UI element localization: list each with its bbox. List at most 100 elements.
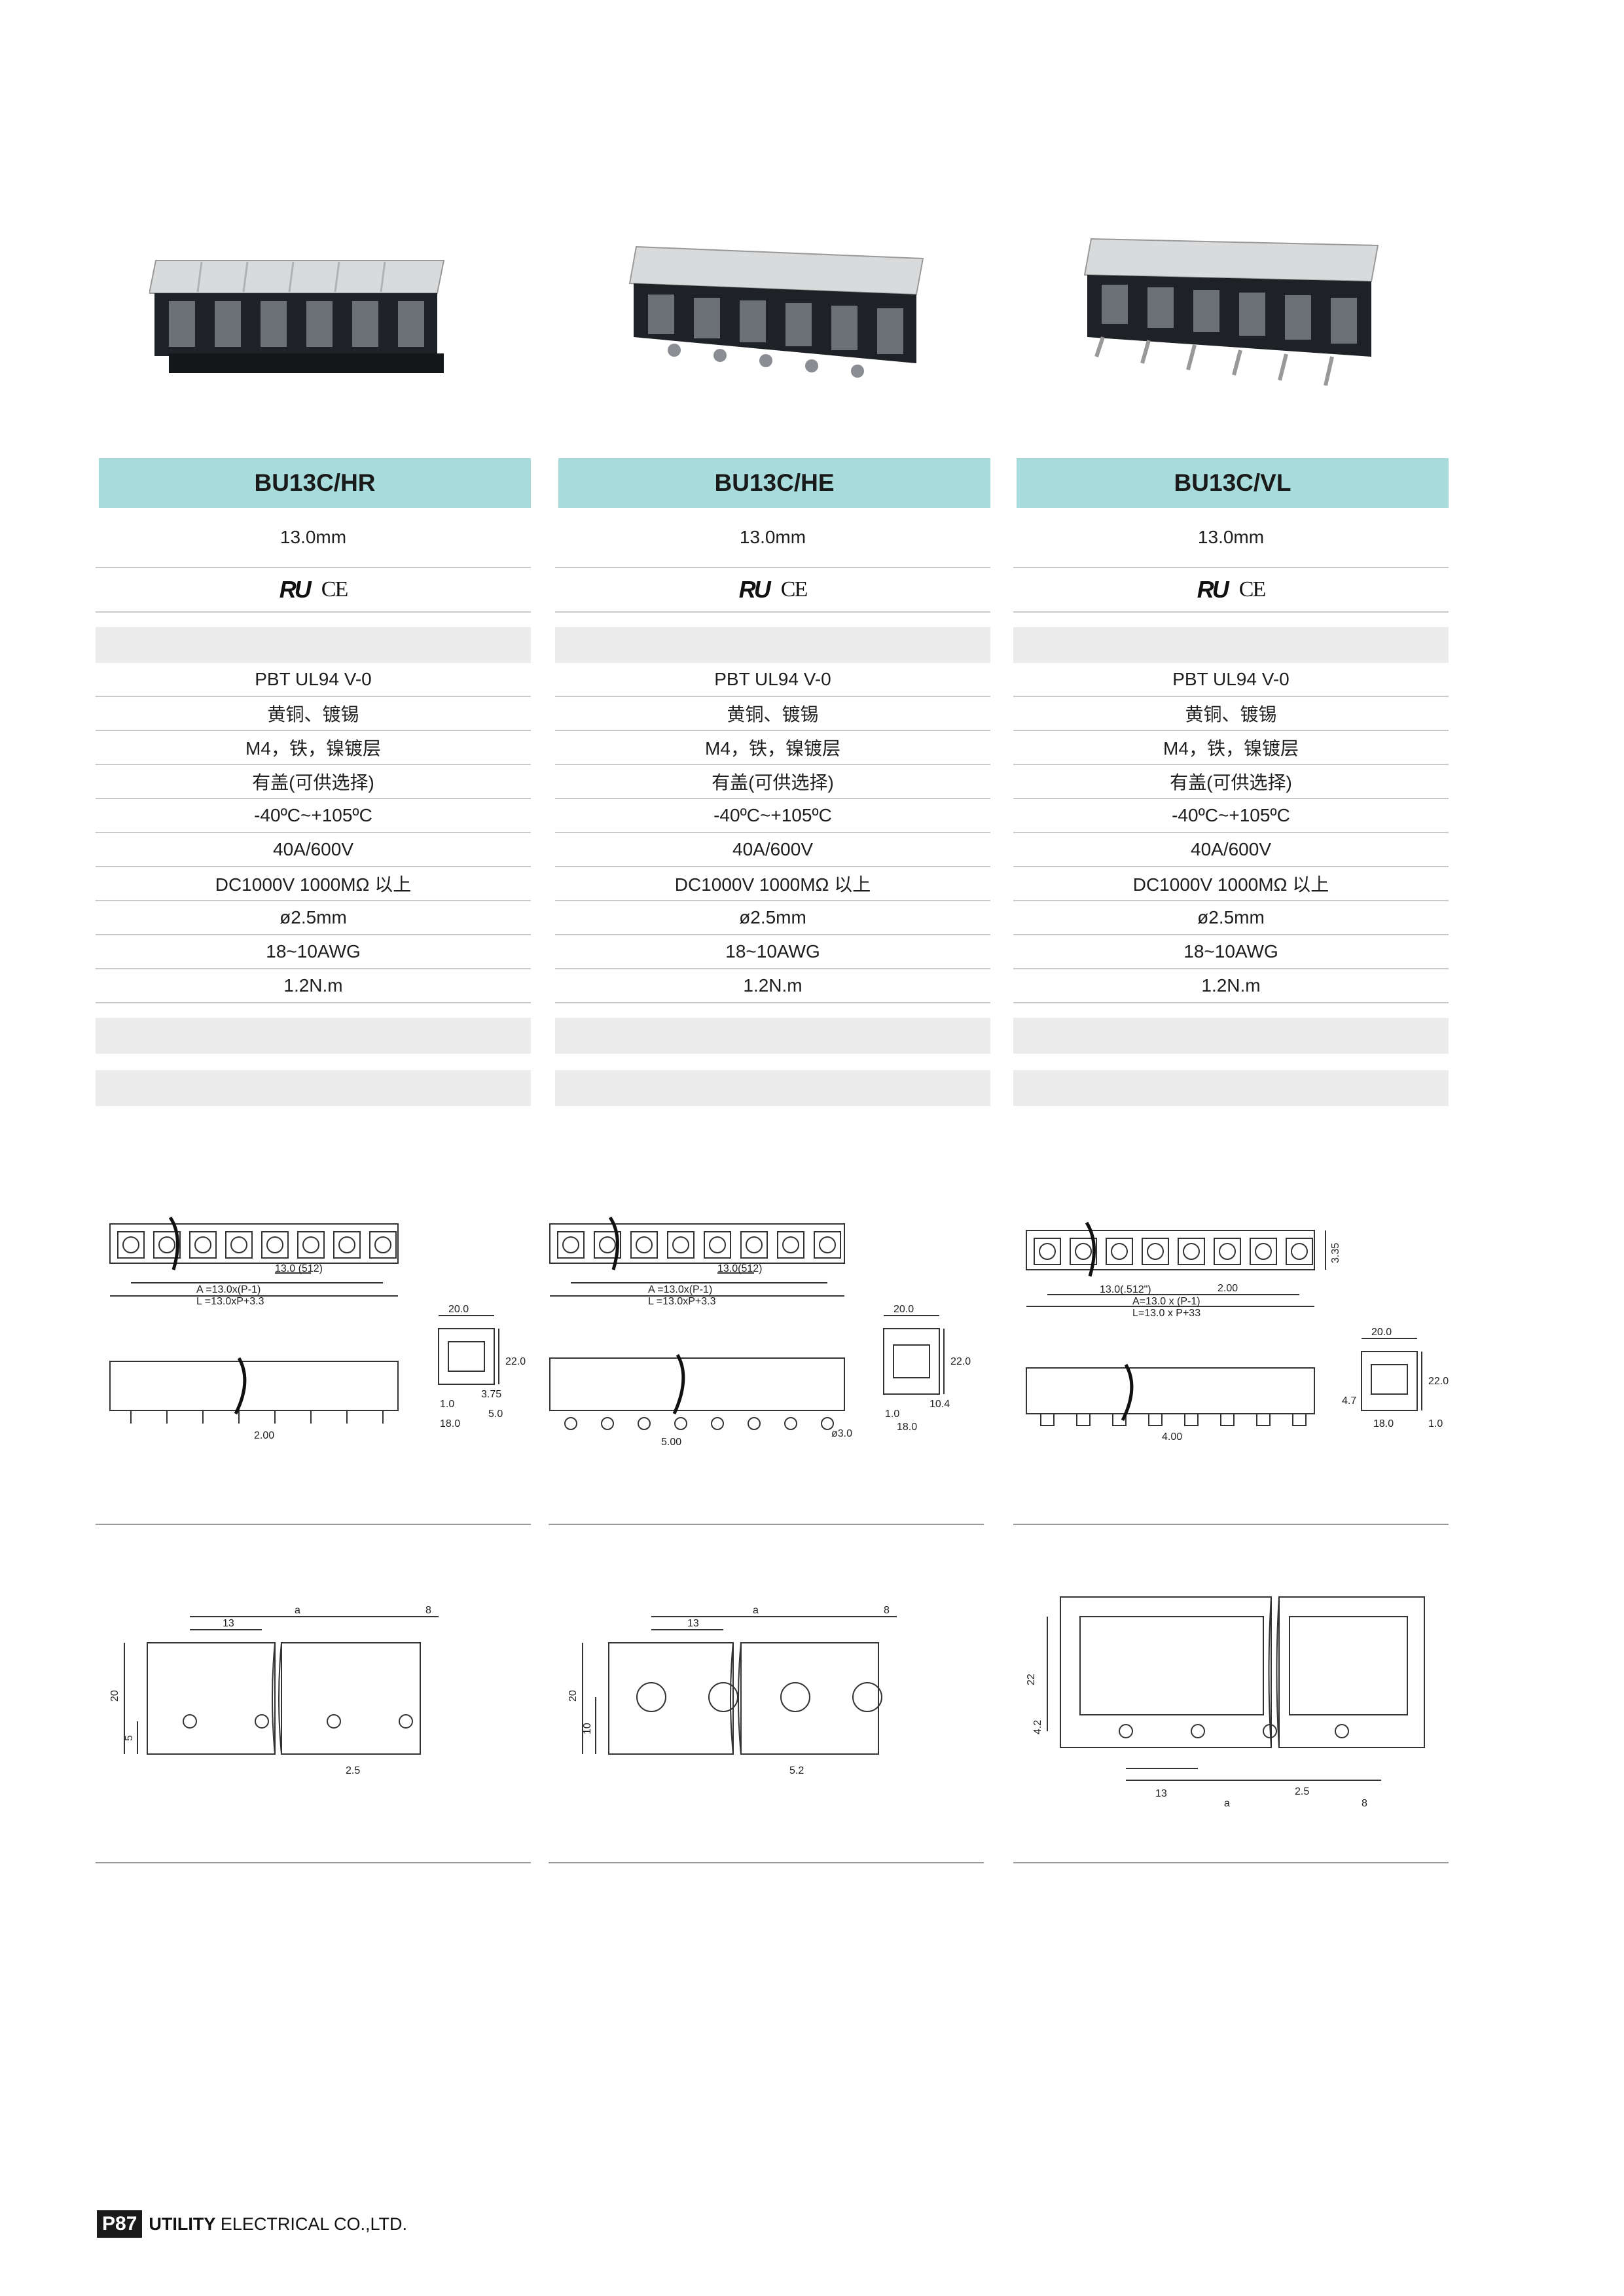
spec-pin-diameter: ø2.5mm — [555, 901, 990, 935]
spec-cover: 有盖(可供选择) — [1013, 765, 1449, 799]
ul-logo-icon: RU — [738, 576, 771, 603]
spec-rating: 40A/600V — [555, 833, 990, 867]
pcb-height: 20 — [568, 1690, 579, 1702]
pcb-pitch: 13 — [1155, 1788, 1167, 1799]
divider — [549, 1524, 984, 1525]
pcb-hole: 5.2 — [789, 1765, 804, 1776]
spec-torque: 1.2N.m — [96, 969, 531, 1003]
dim-side-base: 18.0 — [1373, 1418, 1394, 1429]
model-title: BU13C/HE — [558, 458, 990, 508]
spec-contact: 黄铜、镀锡 — [555, 697, 990, 731]
spec-pin-diameter: ø2.5mm — [96, 901, 531, 935]
spec-wire-range: 18~10AWG — [96, 935, 531, 969]
spec-pin-diameter: ø2.5mm — [1013, 901, 1449, 935]
ce-logo-icon: CE — [780, 577, 808, 601]
spec-screw: M4，铁，镍镀层 — [555, 731, 990, 765]
pcb-height: 20 — [109, 1690, 120, 1702]
pcb-offset: 5 — [124, 1735, 135, 1741]
dimension-drawing-vl: 3.35 13.0(.512") 2.00 A=13.0 x (P-1) L=1… — [1026, 1221, 1449, 1443]
spec-contact: 黄铜、镀锡 — [96, 697, 531, 731]
pcb-offset: 4.2 — [1032, 1720, 1043, 1734]
pcb-hole: 2.5 — [1295, 1786, 1309, 1797]
dim-side-h2: 4.7 — [1342, 1395, 1356, 1407]
pcb-pitch: 13 — [687, 1618, 699, 1629]
dim-side-5: 5.0 — [488, 1408, 503, 1420]
spec-cover: 有盖(可供选择) — [96, 765, 531, 799]
dim-side-width: 20.0 — [1371, 1327, 1392, 1338]
pcb-end: 8 — [1362, 1798, 1367, 1809]
pcb-layout-hr: a 8 13 20 5 2.5 — [109, 1605, 439, 1776]
dim-l-formula: L=13.0 x P+33 — [1132, 1308, 1200, 1319]
dim-side-h2: 10.4 — [929, 1399, 950, 1410]
dim-l-formula: L =13.0xP+3.3 — [196, 1296, 264, 1307]
spec-rating: 40A/600V — [1013, 833, 1449, 867]
dim-side-height: 22.0 — [950, 1356, 971, 1367]
cert-row: RU CE — [555, 568, 990, 613]
dim-a-formula: A =13.0x(P-1) — [196, 1284, 261, 1295]
dimension-drawing-he: 13.0(512) A =13.0x(P-1) L =13.0xP+3.3 20… — [549, 1216, 971, 1448]
spec-screw: M4，铁，镍镀层 — [96, 731, 531, 765]
product-photo-he — [628, 245, 924, 378]
model-title: BU13C/HR — [99, 458, 531, 508]
pitch-value: 13.0mm — [555, 508, 990, 568]
model-title: BU13C/VL — [1017, 458, 1449, 508]
dim-a-formula: A=13.0 x (P-1) — [1132, 1296, 1200, 1307]
dim-pin-pitch: 2.00 — [254, 1430, 274, 1441]
dimension-drawing-hr: 13.0 (512) A =13.0x(P-1) L =13.0xP+3.3 2… — [109, 1216, 526, 1441]
spec-material: PBT UL94 V-0 — [555, 663, 990, 697]
blank-band — [96, 1018, 531, 1054]
dim-side-1: 1.0 — [1428, 1418, 1443, 1429]
dim-pin-dia: ø3.0 — [831, 1428, 852, 1439]
spec-material: PBT UL94 V-0 — [1013, 663, 1449, 697]
blank-band — [555, 1070, 990, 1106]
spec-insulation: DC1000V 1000MΩ 以上 — [555, 867, 990, 901]
blank-band — [1013, 1070, 1449, 1106]
dim-pin-pitch: 4.00 — [1162, 1431, 1182, 1443]
dim-side-height: 22.0 — [505, 1356, 526, 1367]
spec-temperature: -40ºC~+105ºC — [555, 799, 990, 833]
spec-material: PBT UL94 V-0 — [96, 663, 531, 697]
spec-screw: M4，铁，镍镀层 — [1013, 731, 1449, 765]
pcb-pitch: 13 — [223, 1618, 234, 1629]
dim-side-height: 22.0 — [1428, 1376, 1449, 1387]
dim-side-1: 1.0 — [885, 1408, 899, 1420]
pcb-end: 8 — [884, 1605, 890, 1616]
divider — [1013, 1862, 1449, 1863]
dim-top-pitch: 13.0(512) — [717, 1263, 763, 1274]
blank-band — [555, 1018, 990, 1054]
pcb-a: a — [295, 1605, 300, 1616]
pcb-a: a — [753, 1605, 759, 1616]
ul-logo-icon: RU — [279, 576, 312, 603]
spec-wire-range: 18~10AWG — [555, 935, 990, 969]
divider — [96, 1862, 531, 1863]
divider — [96, 1524, 531, 1525]
dim-l-formula: L =13.0xP+3.3 — [648, 1296, 716, 1307]
spec-torque: 1.2N.m — [1013, 969, 1449, 1003]
spec-temperature: -40ºC~+105ºC — [96, 799, 531, 833]
blank-band — [1013, 1018, 1449, 1054]
ce-logo-icon: CE — [1238, 577, 1266, 601]
dim-side-base: 18.0 — [897, 1422, 917, 1433]
dim-a-formula: A =13.0x(P-1) — [648, 1284, 712, 1295]
cert-row: RU CE — [96, 568, 531, 613]
dim-side-width: 20.0 — [448, 1304, 469, 1315]
divider — [1013, 1524, 1449, 1525]
spec-torque: 1.2N.m — [555, 969, 990, 1003]
dim-side-h2: 3.75 — [481, 1389, 501, 1400]
blank-band — [1013, 627, 1449, 663]
dim-top-pitch: 13.0(.512") — [1100, 1284, 1151, 1295]
spec-cover: 有盖(可供选择) — [555, 765, 990, 799]
dim-side-1: 1.0 — [440, 1399, 454, 1410]
spec-contact: 黄铜、镀锡 — [1013, 697, 1449, 731]
spec-temperature: -40ºC~+105ºC — [1013, 799, 1449, 833]
dim-pin-pitch: 5.00 — [661, 1437, 681, 1448]
pcb-height: 22 — [1026, 1674, 1037, 1685]
spec-rating: 40A/600V — [96, 833, 531, 867]
spec-wire-range: 18~10AWG — [1013, 935, 1449, 969]
pcb-end: 8 — [425, 1605, 431, 1616]
pcb-a: a — [1224, 1798, 1230, 1809]
ce-logo-icon: CE — [321, 577, 348, 601]
dim-side-base: 18.0 — [440, 1418, 460, 1429]
page-footer: P87 UTILITY ELECTRICAL CO.,LTD. — [97, 2210, 407, 2238]
